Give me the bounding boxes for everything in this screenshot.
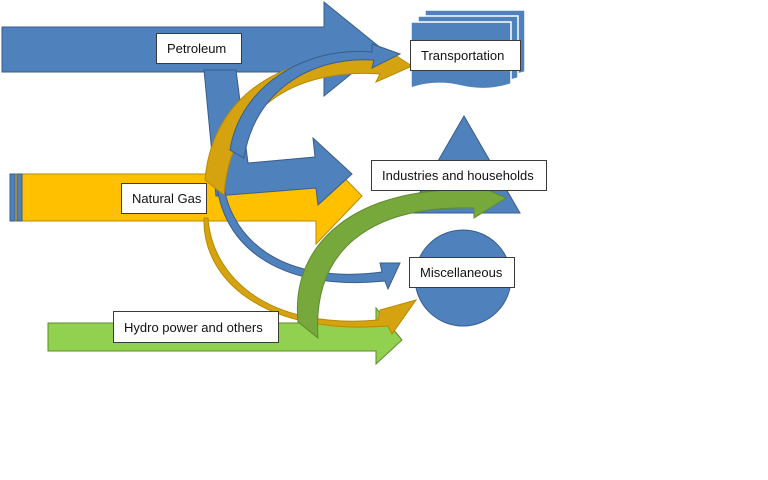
natural-gas-arrow-stripe-2	[16, 173, 23, 222]
gas-to-misc-curve	[203, 217, 418, 335]
natural-gas-arrow-stripe-1	[9, 173, 16, 222]
transportation-label: Transportation	[410, 40, 521, 71]
petroleum-label: Petroleum	[156, 33, 242, 64]
natural-gas-label: Natural Gas	[121, 183, 207, 214]
hydro-label: Hydro power and others	[113, 311, 279, 343]
hydro-to-industries-curve	[296, 180, 508, 340]
misc-label: Miscellaneous	[409, 257, 515, 288]
industries-label: Industries and households	[371, 160, 547, 191]
petroleum-to-misc-curve	[215, 169, 401, 291]
petroleum-to-transportation-curve	[229, 43, 402, 159]
